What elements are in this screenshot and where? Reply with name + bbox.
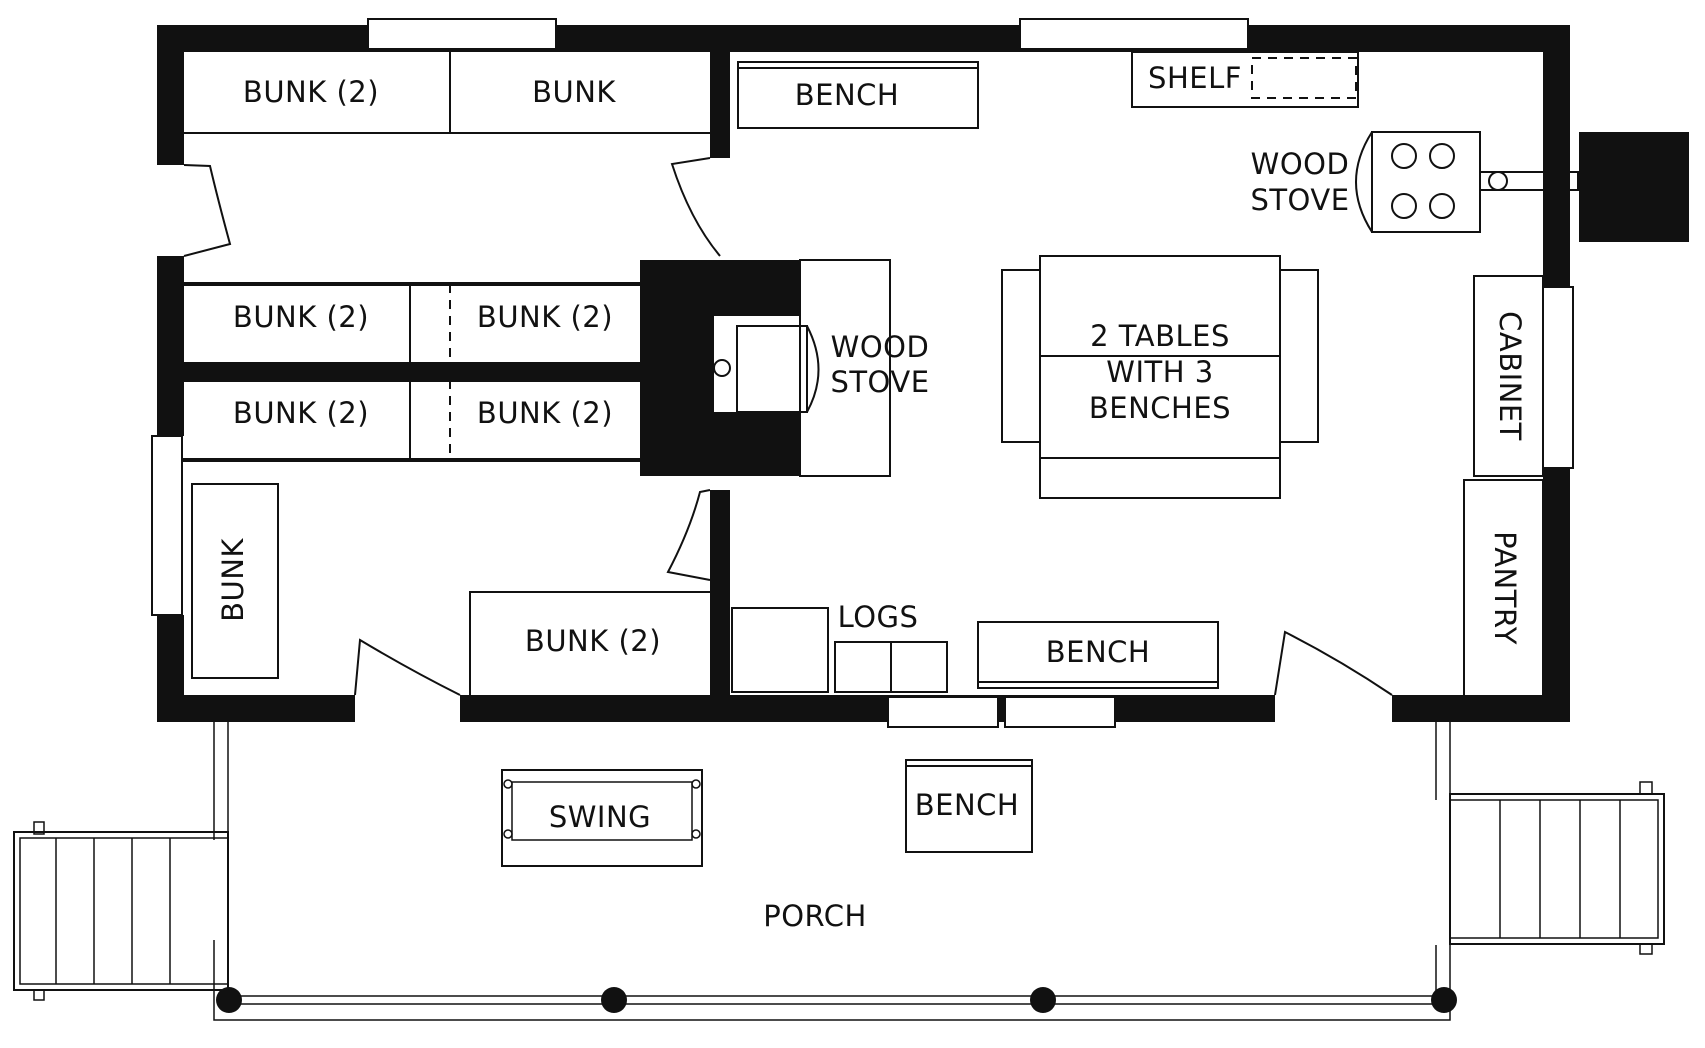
label-bunk-vertical: BUNK <box>216 538 250 622</box>
label-bunk-2-top-left: BUNK (2) <box>243 75 379 109</box>
label-bunk-2-c: BUNK (2) <box>233 396 369 430</box>
bunk-vertical <box>191 483 279 679</box>
bunks-middle <box>409 284 451 460</box>
label-wood-stove-kitchen-1: WOOD <box>1251 147 1350 181</box>
bunks-top <box>182 52 712 134</box>
stairs-right <box>1449 781 1665 955</box>
label-logs: LOGS <box>838 600 919 634</box>
windows <box>151 18 1574 728</box>
label-tables-1: 2 TABLES <box>1090 319 1230 353</box>
label-bunk-2-a: BUNK (2) <box>233 300 369 334</box>
porch-post <box>1431 987 1457 1013</box>
porch-post <box>1030 987 1056 1013</box>
label-bunk-2-bottom: BUNK (2) <box>525 624 661 658</box>
bench-porch <box>905 759 1033 853</box>
label-swing: SWING <box>549 800 651 834</box>
label-bunk-2-b: BUNK (2) <box>477 300 613 334</box>
label-wood-stove-center-2: STOVE <box>830 365 929 399</box>
stairs-left <box>13 821 229 1001</box>
label-bunk-top-right: BUNK <box>532 75 616 109</box>
outer-walls <box>157 25 1570 722</box>
label-bench-porch: BENCH <box>915 788 1019 822</box>
bench-bottom <box>977 621 1219 689</box>
label-bench-bottom: BENCH <box>1046 635 1150 669</box>
label-tables-3: BENCHES <box>1089 391 1231 425</box>
wood-stove-kitchen <box>1355 131 1689 242</box>
tables-with-benches <box>1001 255 1319 499</box>
label-pantry: PANTRY <box>1488 531 1522 645</box>
shelf <box>1131 51 1359 108</box>
doors <box>183 157 1393 696</box>
label-bunk-2-d: BUNK (2) <box>477 396 613 430</box>
porch <box>213 722 1457 1021</box>
porch-post <box>601 987 627 1013</box>
swing <box>501 769 703 867</box>
label-bench-top: BENCH <box>795 78 899 112</box>
label-wood-stove-center-1: WOOD <box>831 330 930 364</box>
bunk-bottom <box>469 591 713 697</box>
label-tables-2: WITH 3 <box>1106 355 1213 389</box>
wood-stove-center <box>713 259 891 477</box>
label-wood-stove-kitchen-2: STOVE <box>1250 183 1349 217</box>
logs <box>731 607 948 693</box>
interior-walls <box>182 50 800 700</box>
label-shelf: SHELF <box>1148 61 1242 95</box>
cabinet <box>1473 275 1544 477</box>
label-cabinet: CABINET <box>1493 311 1527 441</box>
label-porch: PORCH <box>763 899 867 933</box>
pantry <box>1463 479 1544 697</box>
bench-top <box>737 61 979 129</box>
porch-post <box>216 987 242 1013</box>
